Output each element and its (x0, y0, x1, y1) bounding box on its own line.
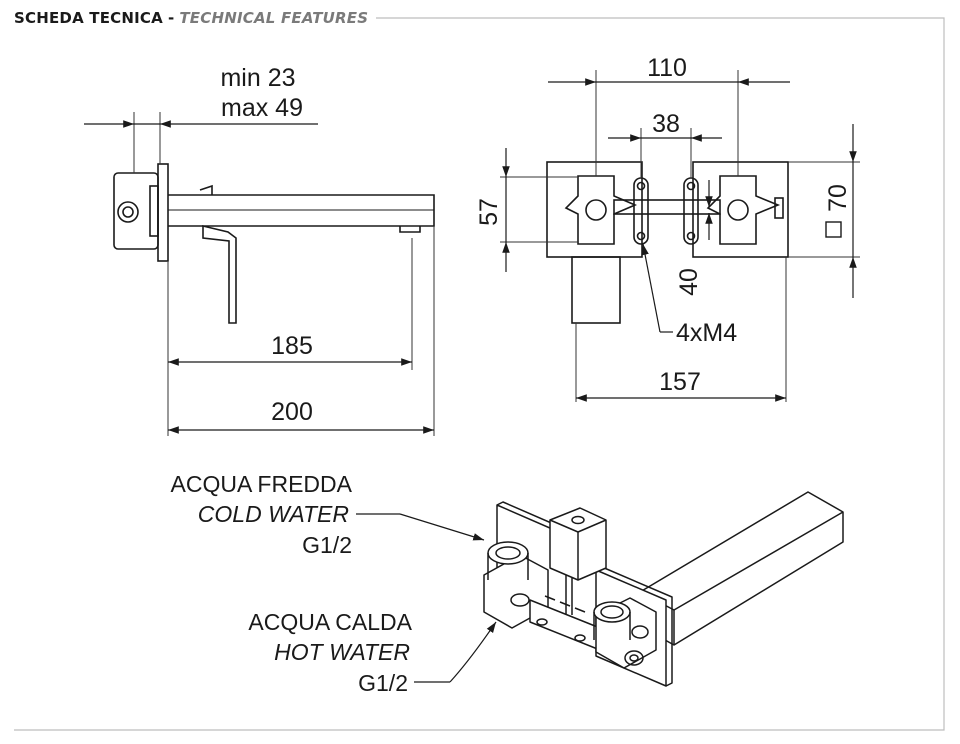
dim-plate-size: 70 (824, 184, 852, 212)
cold-water-label-it: ACQUA FREDDA (171, 471, 353, 497)
dim-center-distance: 38 (652, 110, 680, 138)
header-title-en: TECHNICAL FEATURES (179, 9, 369, 27)
dim-width-top: 110 (647, 54, 687, 82)
square-symbol-icon (825, 221, 842, 238)
page-header: SCHEDA TECNICA - TECHNICAL FEATURES (14, 6, 377, 30)
header-title-it: SCHEDA TECNICA (14, 9, 163, 27)
dim-offset-vertical: 40 (675, 268, 703, 296)
label-screws: 4xM4 (676, 319, 737, 347)
dim-spout-length: 185 (271, 332, 313, 360)
dim-height-left: 57 (475, 198, 503, 226)
dim-min-label: min 23 (220, 64, 295, 92)
cold-water-size: G1/2 (302, 532, 352, 558)
side-view (84, 112, 435, 436)
dim-total-length: 200 (271, 398, 313, 426)
hot-water-label-en: HOT WATER (274, 639, 410, 665)
header-separator: - (167, 9, 175, 27)
cold-water-label-en: COLD WATER (198, 501, 349, 527)
iso-view (356, 491, 844, 687)
hot-water-label-it: ACQUA CALDA (248, 609, 412, 635)
dim-max-label: max 49 (221, 94, 303, 122)
front-view (500, 70, 860, 402)
hot-water-size: G1/2 (358, 670, 408, 696)
dim-width-bottom: 157 (659, 368, 701, 396)
page-border (14, 17, 945, 731)
